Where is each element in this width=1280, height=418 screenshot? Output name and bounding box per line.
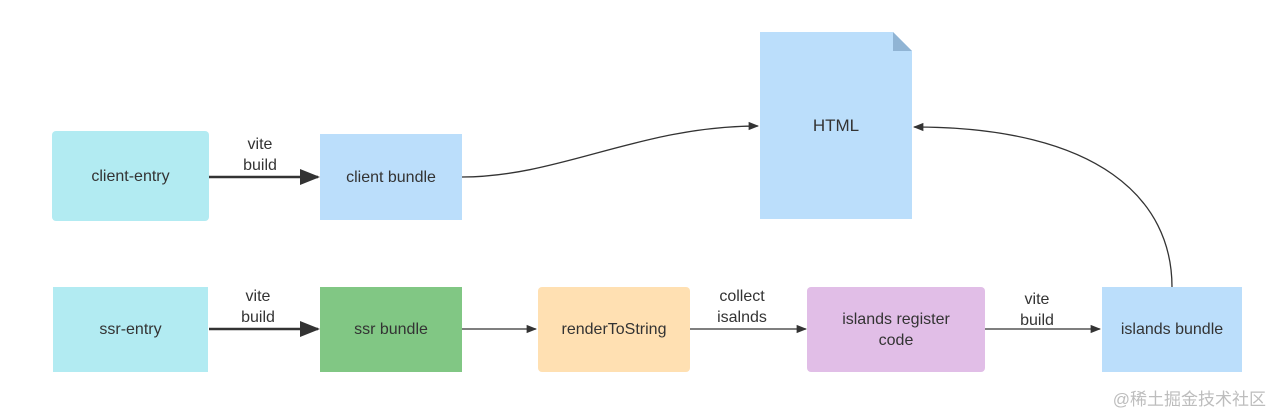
node-ssr-entry: ssr-entry [53,287,208,372]
edge-islands-bundle-to-html [912,122,1173,288]
edge-client-bundle-to-html [461,121,760,178]
html-document-shape [760,32,912,219]
watermark: @稀土掘金技术社区 [1112,390,1266,409]
label-collect-islands: collect isalnds [717,288,767,326]
label-client-vite-build: vite build [243,136,277,174]
node-html: HTML [812,116,860,135]
label-islands-vite-build: vite build [1020,291,1054,329]
node-client-bundle: client bundle [320,134,462,220]
node-islands-register-code: islands register code [807,287,985,372]
node-islands-bundle: islands bundle [1102,287,1242,372]
node-ssr-bundle: ssr bundle [320,287,462,372]
node-render-to-string: renderToString [538,287,690,372]
node-client-entry: client-entry [52,131,209,221]
label-ssr-vite-build: vite build [241,288,275,326]
html-document-fold [893,32,912,51]
